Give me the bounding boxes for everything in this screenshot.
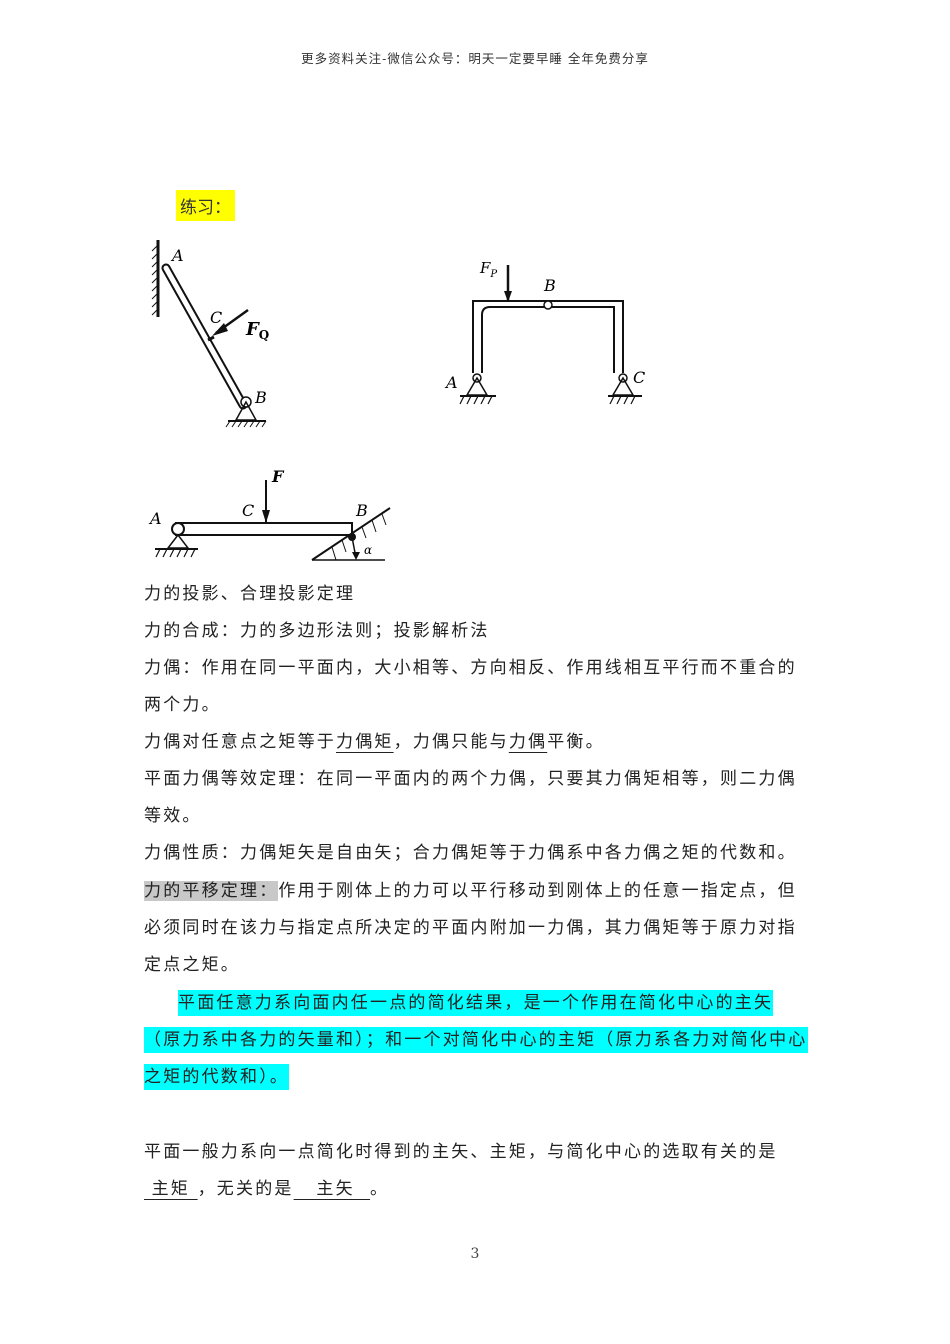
paragraph-couple-definition: 力偶：作用在同一平面内，大小相等、方向相反、作用线相互平行而不重合的两个力。 xyxy=(144,658,797,715)
underlined-term: 力偶矩 xyxy=(336,732,394,752)
paragraph-translation-theorem: 力的平移定理：作用于刚体上的力可以平行移动到刚体上的任意一指定点，但必须同时在该… xyxy=(144,873,808,984)
highlighted-term: 力的平移定理： xyxy=(144,881,279,901)
paragraph-couple-properties: 力偶性质：力偶矩矢是自由矢；合力偶矩等于力偶系中各力偶之矩的代数和。 xyxy=(144,843,797,863)
label-A: A xyxy=(444,373,458,392)
paragraph-couple-moment: 力偶对任意点之矩等于力偶矩，力偶只能与力偶平衡。 xyxy=(144,724,808,761)
underlined-term: 力偶 xyxy=(508,732,548,752)
page-header: 更多资料关注-微信公众号：明天一定要早睡 全年免费分享 xyxy=(301,51,649,66)
figure-beam-inclined-support: A C F B α xyxy=(148,467,391,561)
label-alpha: α xyxy=(364,543,372,557)
text: 作用于刚体上的力可以平行移动到刚体上的任意一指定点，但必须同时在该力与指定点所决… xyxy=(144,881,797,975)
paragraph-fill-in-question: 平面一般力系向一点简化时得到的主矢、主矩，与简化中心的选取有关的是 主矩 ，无关… xyxy=(144,1134,808,1208)
text: ，力偶只能与 xyxy=(393,732,509,752)
label-C: C xyxy=(210,308,222,327)
paragraph-couple-equivalence: 平面力偶等效定理：在同一平面内的两个力偶，只要其力偶矩相等，则二力偶等效。 xyxy=(144,769,797,826)
answer-blank-1: 主矩 xyxy=(144,1179,198,1199)
label-A: A xyxy=(170,246,184,265)
cyan-highlight-text: 平面任意力系向面内任一点的简化结果，是一个作用在简化中心的主矢（原力系中各力的矢… xyxy=(144,990,808,1090)
practice-label: 练习： xyxy=(176,190,235,221)
label-force: FP xyxy=(479,259,497,280)
figure-three-hinged-frame: FP B A C xyxy=(444,259,645,405)
label-A: A xyxy=(148,509,162,528)
paragraph-force-composition: 力的合成：力的多边形法则；投影解析法 xyxy=(144,621,490,641)
figure-inclined-bar: A C B FQ xyxy=(151,240,269,428)
page-number: 3 xyxy=(470,1246,480,1262)
label-force: F xyxy=(271,467,285,486)
text: ，无关的是 xyxy=(197,1179,294,1199)
label-force: FQ xyxy=(245,319,269,342)
label-B: B xyxy=(254,388,267,407)
text: 。 xyxy=(370,1179,390,1199)
label-B: B xyxy=(355,501,368,520)
text: 平衡。 xyxy=(547,732,605,752)
paragraph-force-projection: 力的投影、合理投影定理 xyxy=(144,584,356,604)
text: 力偶对任意点之矩等于 xyxy=(144,732,336,752)
paragraph-reduction-result: 平面任意力系向面内任一点的简化结果，是一个作用在简化中心的主矢（原力系中各力的矢… xyxy=(144,985,808,1096)
label-B: B xyxy=(543,276,556,295)
label-C: C xyxy=(242,501,254,520)
label-C: C xyxy=(633,368,645,387)
text: 平面一般力系向一点简化时得到的主矢、主矩，与简化中心的选取有关的是 xyxy=(144,1142,778,1162)
answer-blank-2: 主矢 xyxy=(293,1179,371,1199)
